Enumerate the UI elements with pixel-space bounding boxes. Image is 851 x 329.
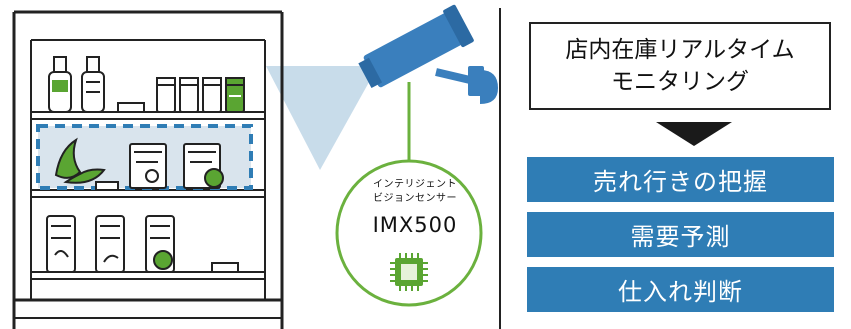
banana-icon <box>54 137 106 184</box>
outcome-sales-trend: 売れ行きの把握 <box>527 157 834 202</box>
price-tag <box>95 181 119 191</box>
camera-icon <box>358 4 498 104</box>
sensor-description-line1: インテリジェント <box>373 179 457 190</box>
price-tag <box>211 262 239 273</box>
monitoring-title-line2: モニタリング <box>611 69 749 95</box>
jar-icon <box>156 77 245 113</box>
camera-view-cone <box>266 66 378 170</box>
monitoring-title-box: 店内在庫リアルタイム モニタリング <box>529 22 831 110</box>
monitoring-title-line1: 店内在庫リアルタイム <box>565 37 795 63</box>
bottle-icon <box>48 56 72 113</box>
price-tag <box>117 102 145 113</box>
sensor-description: インテリジェント ビジョンセンサー <box>350 178 480 206</box>
bottle-icon <box>81 56 105 113</box>
sensor-description-line2: ビジョンセンサー <box>373 193 457 204</box>
outcome-demand-forecast: 需要予測 <box>527 212 834 257</box>
package-icon <box>129 143 224 189</box>
sensor-model: IMX500 <box>372 213 458 237</box>
outcome-purchasing-decision: 仕入れ判断 <box>527 267 834 312</box>
down-arrow-icon <box>656 122 732 146</box>
sensor-callout <box>335 159 483 307</box>
chip-icon <box>390 253 428 291</box>
shelf-frame <box>12 10 284 329</box>
package-icon <box>46 215 175 273</box>
monitoring-flow: 店内在庫リアルタイム モニタリング 売れ行きの把握 需要予測 仕入れ判断 <box>519 0 851 329</box>
